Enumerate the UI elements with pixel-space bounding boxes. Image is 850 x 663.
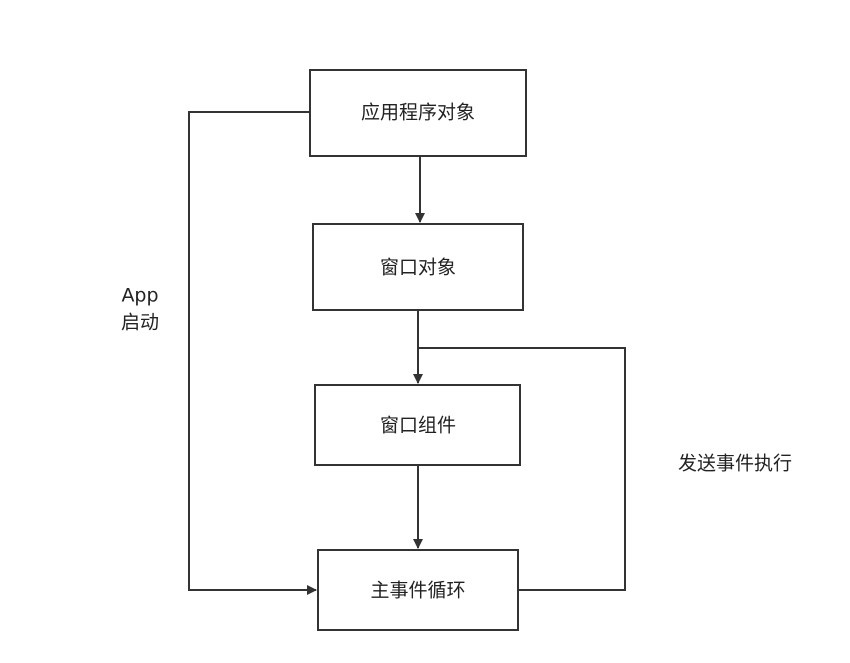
node-window-widgets xyxy=(314,384,521,466)
node-window-widgets-label: 窗口组件 xyxy=(380,415,456,437)
connector-event-loop xyxy=(418,347,626,591)
label-send-event: 发送事件执行 xyxy=(678,453,792,475)
label-app-launch-line2: 启动 xyxy=(121,312,159,334)
connector-app-launch xyxy=(188,111,317,595)
node-app-object xyxy=(309,69,527,157)
node-window-object xyxy=(312,223,524,311)
label-app-launch-line1: App xyxy=(121,285,158,307)
node-window-object-label: 窗口对象 xyxy=(380,257,456,279)
node-main-event-loop-label: 主事件循环 xyxy=(370,580,465,602)
node-app-object-label: 应用程序对象 xyxy=(361,102,475,124)
